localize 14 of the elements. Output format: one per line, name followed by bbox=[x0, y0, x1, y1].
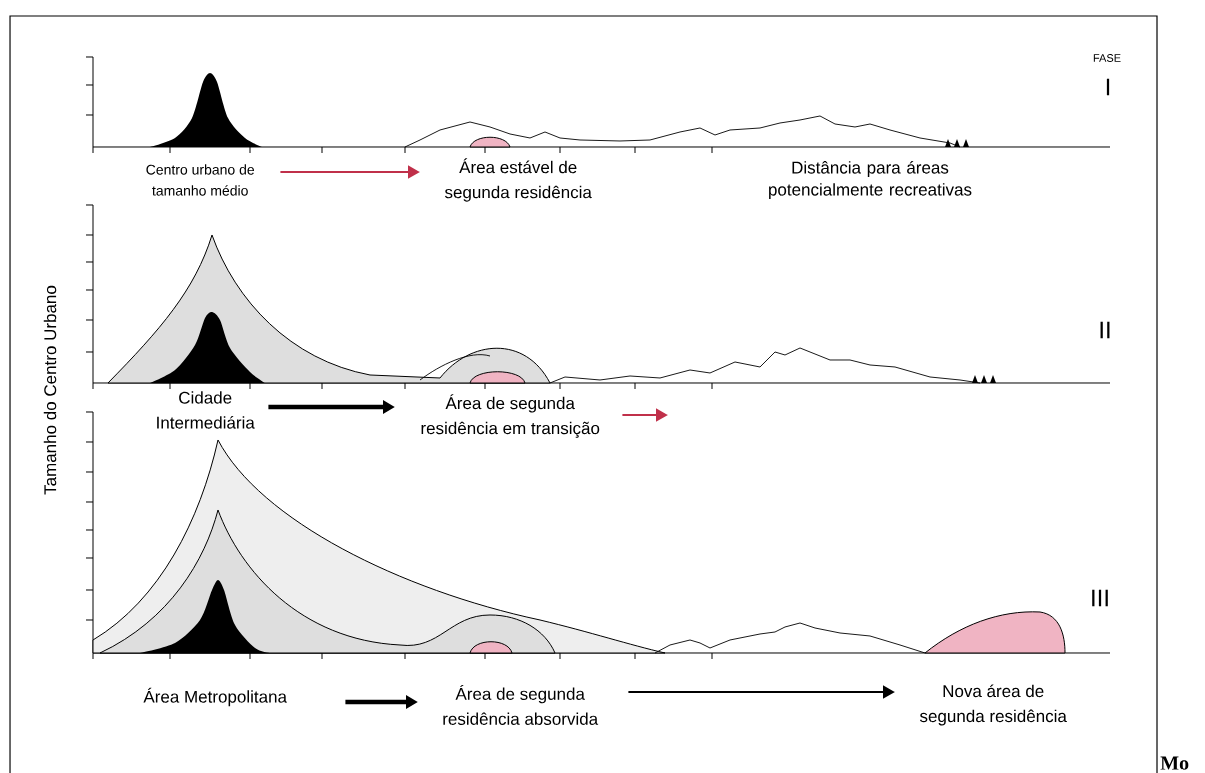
text-label: II bbox=[1100, 321, 1110, 339]
text-label: III bbox=[1092, 589, 1108, 607]
area-label: Cidade Intermediária bbox=[157, 391, 255, 429]
area-label: Área estável de segunda residência bbox=[444, 158, 592, 202]
area-label: Área de segunda residência absorvida bbox=[443, 685, 599, 725]
text-label: FASE bbox=[1093, 54, 1121, 62]
area-label: Centro urbano de tamanho médio bbox=[146, 164, 255, 196]
area-label: Nova área de segunda residência bbox=[919, 684, 1067, 726]
text-label: Distância para áreas potencialmente recreativas bbox=[769, 161, 972, 199]
text-label: Mo bbox=[1160, 756, 1189, 770]
text-label: I bbox=[1106, 78, 1110, 96]
area-label: Área de segunda residência em transição bbox=[421, 394, 600, 438]
area-label: Área Metropolitana bbox=[143, 687, 287, 707]
text-label: Tamanho do Centro Urbano bbox=[43, 285, 57, 495]
